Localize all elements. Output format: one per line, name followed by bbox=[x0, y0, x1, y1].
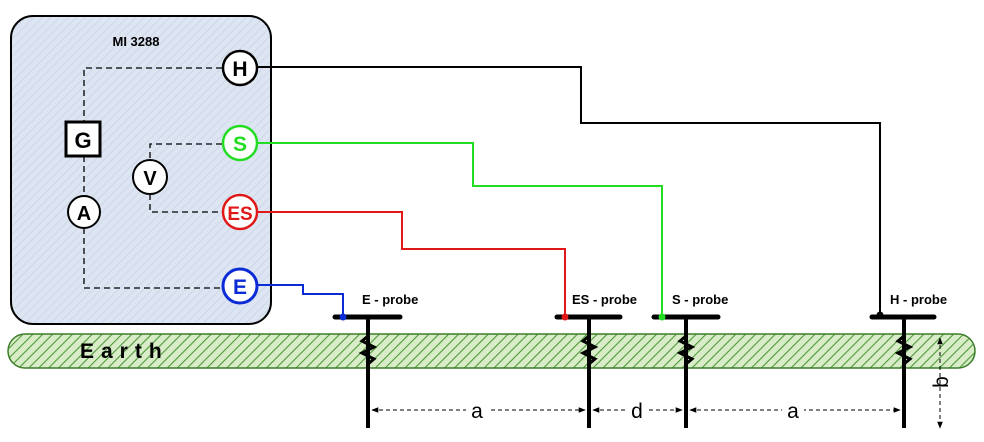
wire-h bbox=[256, 66, 881, 317]
probe-es: ES - probe bbox=[554, 292, 637, 428]
dimension-a-right-label: a bbox=[787, 400, 799, 423]
probe-s-label: S - probe bbox=[672, 292, 728, 307]
terminal-e-label: E bbox=[233, 276, 247, 299]
terminal-e: E bbox=[221, 267, 259, 305]
generator-label: G bbox=[74, 128, 91, 153]
generator-symbol: G bbox=[64, 120, 102, 158]
voltmeter-symbol: V bbox=[132, 159, 168, 195]
ammeter-label: A bbox=[77, 203, 91, 225]
dimension-a-left-label: a bbox=[471, 400, 483, 423]
probe-h: H - probe bbox=[869, 292, 947, 428]
terminal-h-label: H bbox=[232, 58, 247, 81]
probe-es-label: ES - probe bbox=[572, 292, 637, 307]
wire-es bbox=[256, 211, 566, 317]
internal-wiring bbox=[83, 67, 222, 289]
probe-e-label: E - probe bbox=[362, 292, 418, 307]
wire-s bbox=[256, 142, 663, 317]
terminal-s: S bbox=[221, 124, 259, 162]
terminal-s-label: S bbox=[233, 133, 247, 156]
dimension-d: d bbox=[592, 400, 683, 423]
dimension-a-right: a bbox=[689, 400, 901, 423]
dimension-d-label: d bbox=[631, 400, 643, 423]
terminal-h: H bbox=[221, 49, 259, 87]
terminal-es-label: ES bbox=[227, 204, 252, 225]
dimension-b: b bbox=[930, 337, 953, 429]
voltmeter-label: V bbox=[143, 168, 157, 190]
ammeter-symbol: A bbox=[67, 195, 101, 229]
probe-s: S - probe bbox=[651, 292, 728, 428]
dimension-b-label: b bbox=[930, 376, 953, 388]
earth-band bbox=[7, 333, 976, 369]
earth-label: Earth bbox=[80, 340, 169, 363]
probe-h-label: H - probe bbox=[890, 292, 947, 307]
terminal-es: ES bbox=[221, 193, 259, 231]
dimension-a-left: a bbox=[371, 400, 586, 423]
wire-e bbox=[256, 284, 344, 317]
instrument-model: MI 3288 bbox=[113, 34, 160, 49]
probe-e: E - probe bbox=[332, 292, 418, 428]
